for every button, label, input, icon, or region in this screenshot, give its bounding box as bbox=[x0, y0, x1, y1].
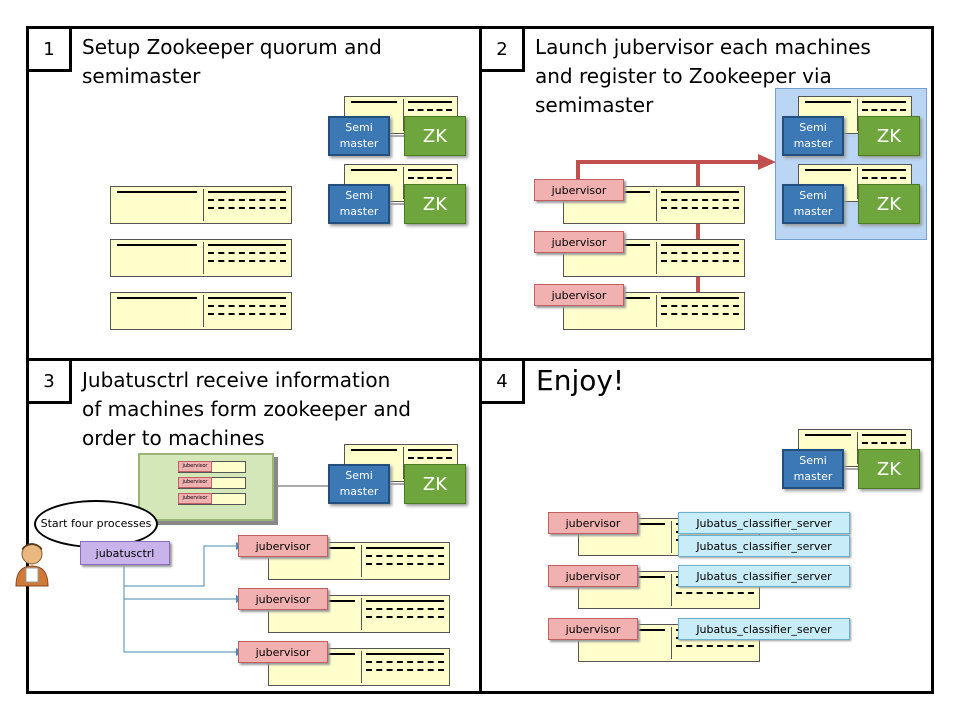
jubervisor-node: jubervisor bbox=[238, 641, 328, 663]
zk-node: ZK bbox=[858, 184, 920, 224]
semi-master-node: Semi master bbox=[328, 464, 390, 504]
operator-person-icon bbox=[15, 543, 49, 587]
jubervisor-node: jubervisor bbox=[534, 284, 624, 306]
semi-master-node: Semi master bbox=[328, 184, 390, 224]
step-1-title: Setup Zookeeper quorum and semimaster bbox=[82, 33, 382, 91]
jubervisor-node: jubervisor bbox=[548, 565, 638, 587]
step-3-title: Jubatusctrl receive information of machi… bbox=[82, 366, 411, 453]
semi-master-node: Semi master bbox=[782, 184, 844, 224]
mini-jubervisor-tag: jubervisor bbox=[178, 477, 212, 488]
semi-master-node: Semi master bbox=[782, 116, 844, 156]
step-number-4: 4 bbox=[479, 358, 525, 404]
step-2-title-line1: Launch jubervisor each machines bbox=[535, 35, 871, 59]
step-2-title-line3: semimaster bbox=[535, 93, 654, 117]
zk-node: ZK bbox=[858, 449, 920, 489]
zk-node: ZK bbox=[404, 464, 466, 504]
machine-box bbox=[110, 239, 292, 277]
jubervisor-node: jubervisor bbox=[238, 535, 328, 557]
classifier-server-node: Jubatus_classifier_server bbox=[678, 512, 850, 534]
step-2-title: Launch jubervisor each machines and regi… bbox=[535, 33, 871, 120]
classifier-server-node: Jubatus_classifier_server bbox=[678, 535, 850, 557]
jubervisor-node: jubervisor bbox=[238, 588, 328, 610]
step-1-title-line2: semimaster bbox=[82, 64, 201, 88]
mini-jubervisor-tag: jubervisor bbox=[178, 461, 212, 472]
step-3-title-line3: order to machines bbox=[82, 426, 265, 450]
mini-jubervisor-tag: jubervisor bbox=[178, 493, 212, 504]
jubervisor-node: jubervisor bbox=[548, 512, 638, 534]
jubervisor-node: jubervisor bbox=[534, 179, 624, 201]
classifier-server-node: Jubatus_classifier_server bbox=[678, 565, 850, 587]
zk-node: ZK bbox=[858, 116, 920, 156]
step-3-title-line2: of machines form zookeeper and bbox=[82, 397, 412, 421]
semi-master-node: Semi master bbox=[782, 449, 844, 489]
machine-box bbox=[110, 292, 292, 330]
step-number-1: 1 bbox=[26, 26, 72, 72]
machine-box bbox=[110, 186, 292, 224]
speech-bubble: Start four processes bbox=[34, 500, 158, 548]
step-number-2: 2 bbox=[479, 26, 525, 72]
zk-node: ZK bbox=[404, 184, 466, 224]
semi-master-node: Semi master bbox=[328, 116, 390, 156]
step-number-3: 3 bbox=[26, 358, 72, 404]
zk-node: ZK bbox=[404, 116, 466, 156]
machine-info-thumbnail: jubervisor jubervisor jubervisor bbox=[138, 453, 274, 521]
jubatusctrl-node: jubatusctrl bbox=[80, 541, 170, 565]
jubervisor-node: jubervisor bbox=[534, 231, 624, 253]
step-4-title: Enjoy! bbox=[536, 364, 625, 397]
step-2-title-line2: and register to Zookeeper via bbox=[535, 64, 832, 88]
jubervisor-node: jubervisor bbox=[548, 618, 638, 640]
classifier-server-node: Jubatus_classifier_server bbox=[678, 618, 850, 640]
step-1-title-line1: Setup Zookeeper quorum and bbox=[82, 35, 382, 59]
step-3-title-line1: Jubatusctrl receive information bbox=[82, 368, 391, 392]
